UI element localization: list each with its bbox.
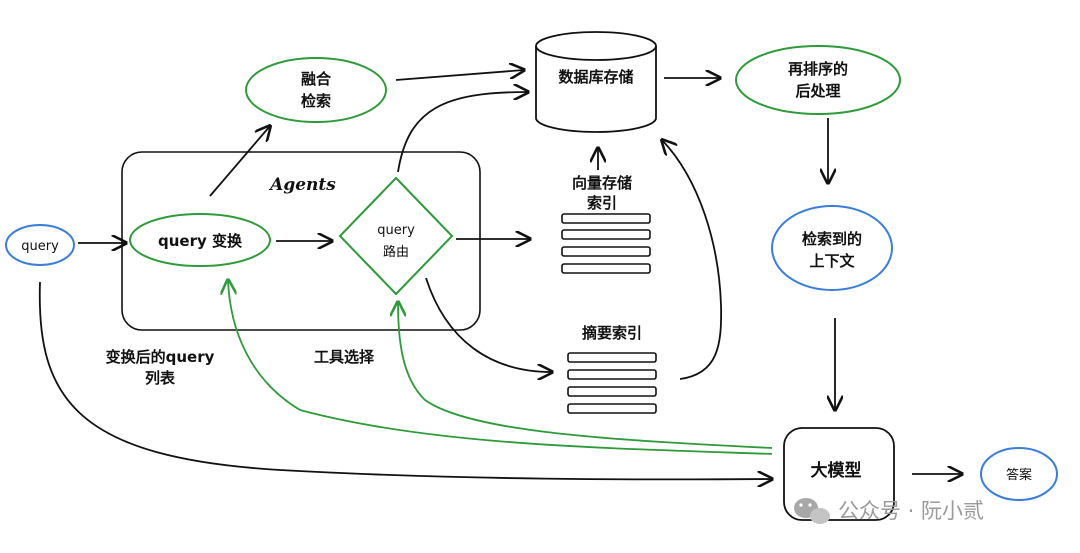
arrow-transform-to-fusion [209, 126, 270, 197]
llm-node [783, 427, 895, 521]
rerank-label-line1: 再排序的 [788, 60, 848, 78]
database-node [535, 31, 657, 133]
answer-node [980, 447, 1058, 501]
retrieved-context-label-line1: 检索到的 [802, 230, 862, 248]
rerank-label-line2: 后处理 [795, 82, 840, 100]
wechat-icon [794, 498, 830, 524]
transformed-list-annotation-line2: 列表 [145, 369, 176, 387]
vector-index-stack [561, 213, 651, 274]
agents-group-label: Agents [268, 175, 336, 195]
answer-label: 答案 [1006, 467, 1032, 483]
tool-selection-annotation: 工具选择 [314, 348, 375, 366]
query-route-label-line2: 路由 [383, 244, 409, 260]
vector-index-label-line1: 向量存储 [572, 174, 632, 192]
arrow-summary-index-to-database [662, 140, 723, 380]
vector-index-label-line2: 索引 [587, 194, 617, 212]
query-node [5, 224, 75, 266]
database-label: 数据库存储 [558, 68, 633, 86]
arrow-route-to-summary-index [425, 277, 552, 372]
llm-label: 大模型 [811, 460, 862, 481]
retrieved-context-node [771, 205, 893, 291]
fusion-retrieval-label-line2: 检索 [301, 92, 331, 110]
fusion-retrieval-node [245, 57, 387, 123]
fusion-retrieval-label-line1: 融合 [301, 70, 332, 88]
summary-index-label: 摘要索引 [582, 324, 642, 342]
query-node-label: query [21, 239, 59, 254]
query-route-label-line1: query [377, 223, 415, 238]
arrow-llm-to-transform [228, 280, 773, 455]
rerank-node [735, 45, 901, 115]
query-transform-node [129, 213, 271, 267]
transformed-list-annotation-line1: 变换后的query [106, 348, 215, 366]
query-route-node [338, 176, 454, 296]
summary-index-stack [567, 352, 657, 414]
arrow-llm-to-route [398, 302, 773, 449]
arrow-route-to-database [397, 92, 528, 173]
arrow-fusion-to-database [395, 70, 524, 81]
watermark-text: 公众号 · 阮小贰 [838, 499, 984, 523]
retrieved-context-label-line2: 上下文 [809, 252, 855, 270]
arrow-query-to-llm [38, 281, 772, 479]
query-transform-label: query 变换 [158, 232, 243, 250]
